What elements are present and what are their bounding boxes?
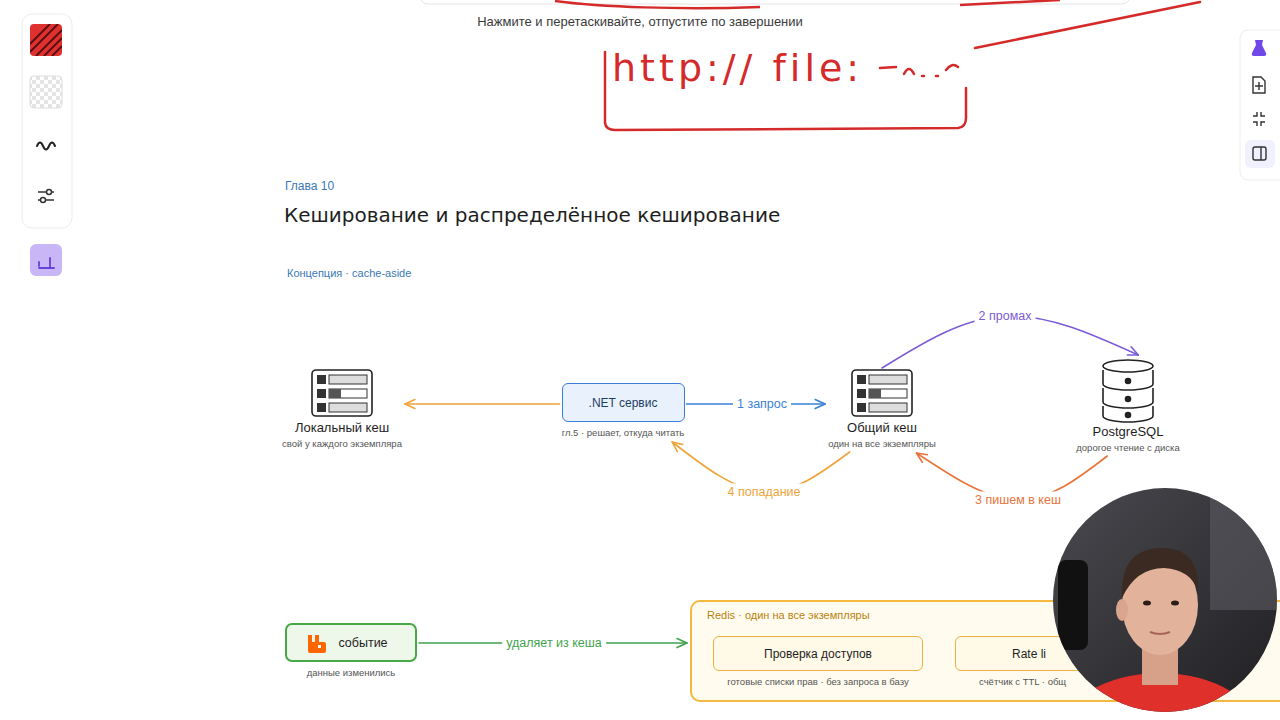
red-scribble	[555, 1, 760, 8]
tool-panel	[22, 14, 72, 228]
node-heading: Общий кеш	[847, 420, 917, 436]
cache-cell	[317, 375, 326, 384]
cache-row	[869, 389, 907, 398]
side-panel	[1240, 30, 1280, 180]
cache-frame	[852, 370, 912, 416]
color-swatch-icon	[30, 24, 62, 56]
event-box: событие	[285, 623, 417, 662]
cache-row	[329, 389, 367, 398]
cache-icon	[852, 370, 912, 416]
edge-label: 1 запрос	[733, 396, 791, 413]
node-heading: PostgreSQL	[1093, 424, 1164, 440]
slider-knob	[47, 190, 52, 195]
database-node: PostgreSQL дорогое чтение с диска	[1076, 358, 1179, 454]
local-cache-node: Локальный кеш свой у каждого экземпляра	[282, 370, 402, 450]
room-wall	[1210, 490, 1280, 610]
box-text: Rate li	[1012, 647, 1046, 661]
cache-icon	[312, 370, 372, 416]
collapse-icon	[1253, 112, 1265, 126]
red-scribble	[960, 0, 1060, 5]
sidebar-icon	[1253, 147, 1266, 160]
hair	[1122, 548, 1198, 598]
service-box: .NET сервис	[562, 383, 685, 422]
ear	[1116, 599, 1128, 621]
cache-row-fill	[329, 389, 341, 398]
microphone	[1058, 560, 1088, 650]
db-top	[1103, 360, 1153, 372]
sidebar-divider	[1260, 147, 1261, 160]
slider-knob	[41, 198, 46, 203]
chapter-label: Глава 10	[285, 179, 334, 194]
db-dot	[1126, 379, 1131, 384]
node-caption: счётчик с TTL · общ	[955, 676, 1066, 688]
top-panel	[420, 0, 1130, 4]
section-label: Концепция · cache-aside	[287, 266, 411, 280]
red-line	[975, 2, 1200, 48]
edge-label: удаляет из кеша	[502, 635, 606, 652]
cache-row	[869, 375, 907, 384]
node-caption: один на все экземпляры	[828, 438, 936, 450]
cache-frame	[312, 370, 372, 416]
active-button	[1245, 140, 1275, 168]
rabbitmq-icon	[308, 635, 326, 653]
database-icon	[1103, 360, 1153, 422]
cache-cell	[317, 403, 326, 412]
edge-label: 3 пишем в кеш	[971, 492, 1065, 509]
node-caption: данные изменились	[307, 667, 396, 679]
webcam-picture	[1050, 485, 1280, 720]
cache-cell	[857, 403, 866, 412]
node-caption: дорогое чтение с диска	[1076, 442, 1179, 454]
event-node: событие данные изменились	[285, 623, 417, 679]
rabbitmq-icon-hole	[318, 645, 321, 648]
library-button	[30, 244, 62, 276]
cache-cell	[857, 375, 866, 384]
add-file-icon	[1253, 77, 1265, 93]
stroke-icon	[37, 143, 55, 150]
transparent-icon	[30, 76, 62, 108]
cache-row	[329, 375, 367, 384]
service-node: .NET сервис гл.5 · решает, откуда читать	[562, 383, 685, 439]
eye	[1171, 601, 1179, 606]
node-heading: Локальный кеш	[295, 420, 389, 436]
box-text: .NET сервис	[589, 396, 658, 410]
box-text: событие	[338, 636, 387, 650]
db-disc	[1103, 370, 1153, 390]
assistant-icon	[1252, 40, 1267, 56]
edge-label: 4 попадание	[724, 484, 805, 501]
cache-row	[329, 403, 367, 412]
library-icon	[39, 258, 54, 268]
node-caption: готовые списки прав · без запроса в базу	[727, 676, 908, 688]
eye	[1143, 601, 1151, 606]
cache-row-fill	[869, 389, 881, 398]
connector	[405, 403, 560, 405]
feature-box: Проверка доступов	[713, 636, 923, 671]
webcam-background	[1050, 485, 1280, 717]
cache-cell	[857, 389, 866, 398]
node-caption: гл.5 · решает, откуда читать	[562, 427, 685, 439]
db-dot	[1126, 397, 1131, 402]
shared-cache-node: Общий кеш один на все экземпляры	[828, 370, 936, 450]
band-title: Redis · один на все экземпляры	[707, 608, 870, 622]
db-disc	[1103, 388, 1153, 408]
node-caption: свой у каждого экземпляра	[282, 438, 402, 450]
diagram-title: Кеширование и распределённое кеширование	[284, 203, 780, 227]
edge-label: 2 промах	[975, 308, 1036, 325]
tooltip-text: Нажмите и перетаскивайте, отпустите по з…	[477, 14, 803, 30]
red-squiggle	[880, 65, 958, 76]
db-dot	[1126, 413, 1131, 418]
handwritten-note: http:// file:	[612, 46, 863, 90]
cache-cell	[317, 389, 326, 398]
cache-row	[869, 403, 907, 412]
feature-node: Проверка доступов готовые списки прав · б…	[713, 636, 923, 688]
mouth	[1150, 632, 1170, 634]
box-text: Проверка доступов	[764, 647, 872, 661]
hatch-lines	[30, 24, 62, 56]
